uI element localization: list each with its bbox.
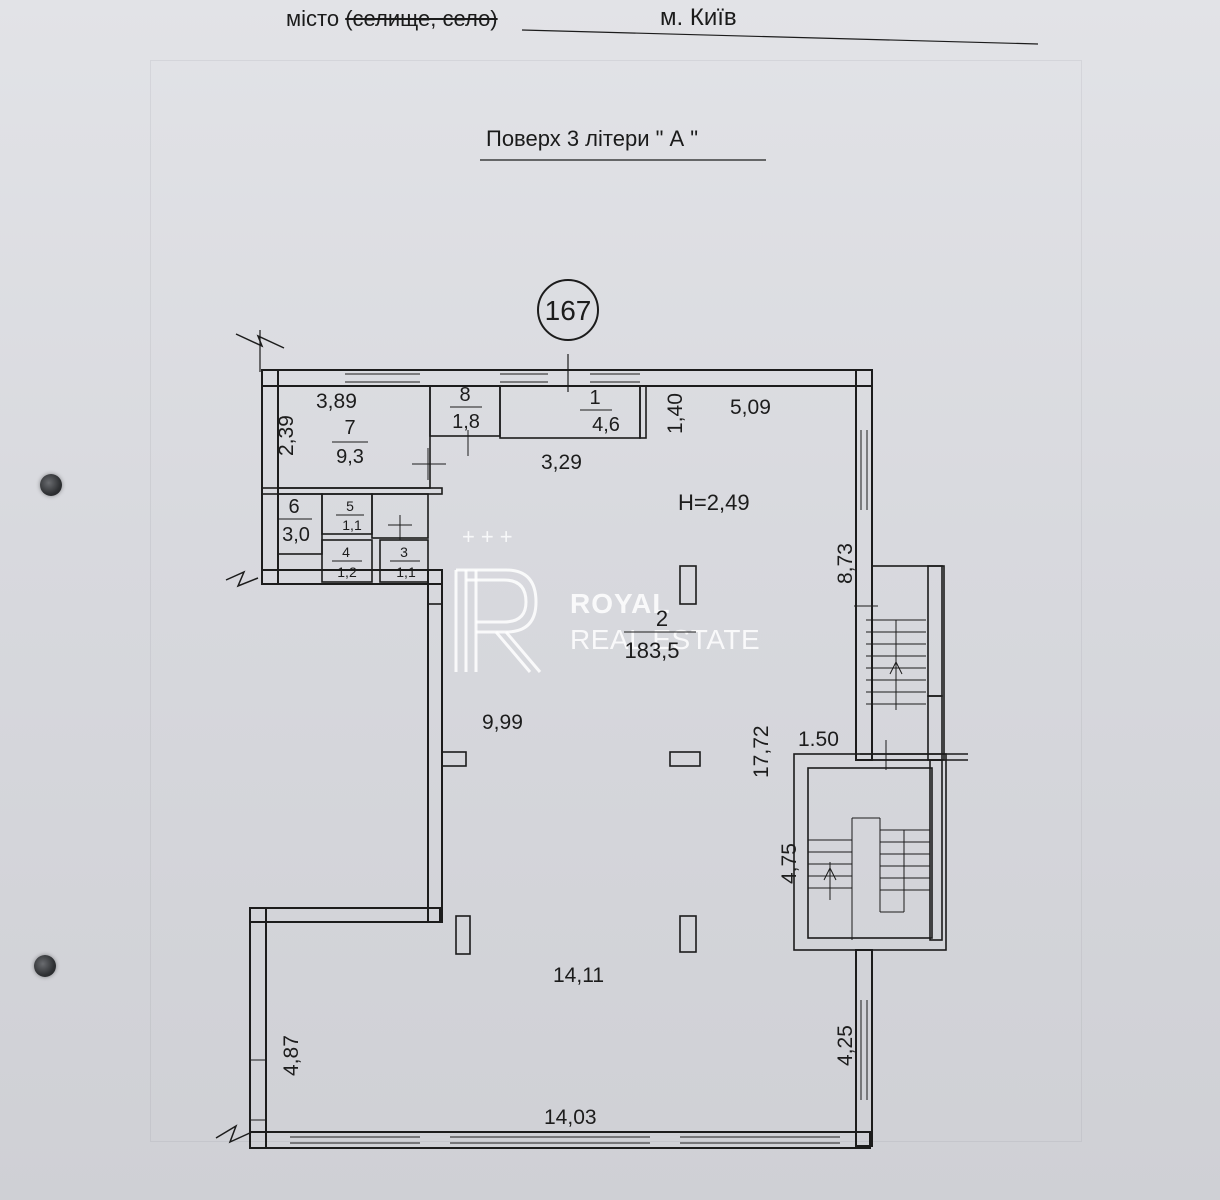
left-windows: [249, 1059, 267, 1121]
room-7-number: 7: [344, 417, 355, 439]
binder-hole-top: [40, 474, 62, 496]
room-1-number: 1: [589, 387, 600, 409]
room-6-number: 6: [288, 496, 299, 518]
dim-140: 1,40: [664, 393, 687, 434]
watermark-line2: REAL ESTATE: [570, 624, 761, 655]
room-4-number: 4: [342, 544, 350, 560]
city-value: м. Київ: [660, 4, 737, 31]
small-room-labels: 5 1,1 4 1,2 3 1,1: [332, 498, 420, 580]
main-room-area: 183,5: [624, 638, 679, 663]
upper-stair-steps: [866, 619, 926, 710]
ceiling-height: Н=2,49: [678, 490, 750, 515]
dim-150: 1.50: [798, 728, 839, 751]
room-5-number: 5: [346, 498, 354, 514]
faint-border: [150, 60, 1082, 1142]
dim-873: 8,73: [834, 543, 857, 584]
room-8-area: 1,8: [452, 411, 480, 433]
city-underline: [521, 29, 1039, 45]
watermark-line1: ROYAL: [570, 588, 671, 619]
columns: [427, 565, 701, 955]
room-6-area: 3,0: [282, 524, 310, 546]
city-label: місто (селище, село): [286, 6, 498, 32]
dim-1403: 14,03: [544, 1106, 597, 1129]
main-room-number: 2: [656, 606, 668, 631]
floor-title: Поверх 3 літери " А ": [486, 126, 699, 151]
room-3-area: 1,1: [396, 564, 416, 580]
room-1-area: 4,6: [592, 414, 620, 436]
dim-389: 3,89: [316, 390, 357, 413]
binder-hole-bottom: [34, 955, 56, 977]
dim-999: 9,99: [482, 711, 523, 734]
watermark-logo: [454, 568, 542, 673]
dim-329: 3,29: [541, 451, 582, 474]
right-windows: [860, 430, 868, 1100]
upper-staircase: [860, 565, 968, 761]
dim-239: 2,39: [275, 415, 298, 456]
room-5-area: 1,1: [342, 517, 362, 533]
dim-1411: 14,11: [553, 964, 604, 987]
dim-425: 4,25: [834, 1025, 857, 1066]
dimension-labels: 3,89 2,39 5,09 1,40 3,29 8,73 9,99 1.50 …: [275, 390, 857, 1129]
dim-1772: 17,72: [750, 725, 773, 778]
outer-walls: [249, 369, 873, 1149]
building-number: 167: [545, 295, 592, 326]
door-marks: [388, 430, 887, 770]
dim-509: 5,09: [730, 396, 771, 419]
room-7-area: 9,3: [336, 446, 364, 468]
room-8-number: 8: [459, 384, 470, 406]
city-label-prefix: місто: [286, 6, 346, 31]
lower-stair-steps: [808, 817, 930, 940]
upper-left-rooms: [261, 385, 647, 583]
building-number-circle: [537, 279, 599, 341]
dim-487: 4,87: [280, 1035, 303, 1076]
break-mark-bottom: [215, 1124, 253, 1144]
main-room-label: 2 183,5: [624, 606, 696, 663]
dim-475: 4,75: [778, 843, 801, 884]
city-label-struck: (селище, село): [345, 6, 498, 31]
room-labels: 1 4,6 8 1,8 7 9,3 6 3,0: [278, 384, 620, 546]
bottom-windows: [290, 1136, 840, 1144]
room-3-number: 3: [400, 544, 408, 560]
break-mark-left: [225, 570, 259, 588]
top-windows: [345, 373, 640, 383]
room-4-area: 1,2: [337, 564, 357, 580]
watermark-stars: +++: [462, 524, 519, 549]
lower-staircase: [793, 753, 947, 951]
